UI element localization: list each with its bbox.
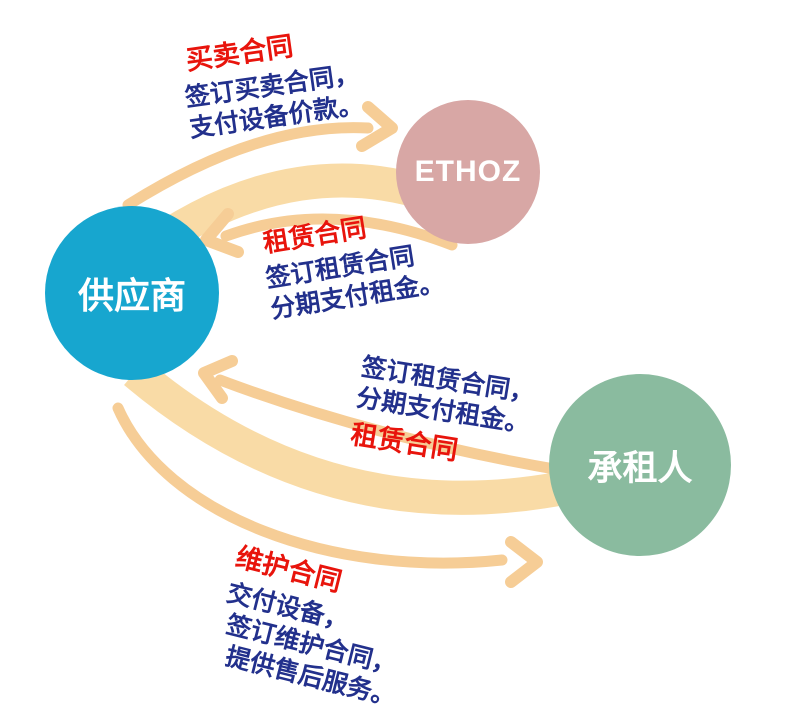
lease-band-bottom (124, 359, 605, 515)
lease-forward-arrowhead-icon (198, 355, 238, 404)
node-supplier-label: 供应商 (77, 275, 186, 316)
sale-contract-arrowhead-icon (356, 101, 398, 152)
node-supplier: 供应商 (45, 206, 219, 380)
lease-back-arrowhead-icon (200, 208, 244, 258)
node-ethoz-label: ETHOZ (414, 155, 522, 188)
maintenance-arrowhead-icon (505, 536, 543, 588)
lease-forward-arrow (214, 374, 566, 476)
node-lessee: 承租人 (549, 374, 731, 556)
maintenance-arrow (112, 402, 508, 569)
node-lessee-label: 承租人 (587, 448, 693, 488)
sale-contract-arrow (122, 122, 374, 211)
lease-back-arrow (220, 213, 458, 251)
node-ethoz: ETHOZ (396, 100, 540, 244)
